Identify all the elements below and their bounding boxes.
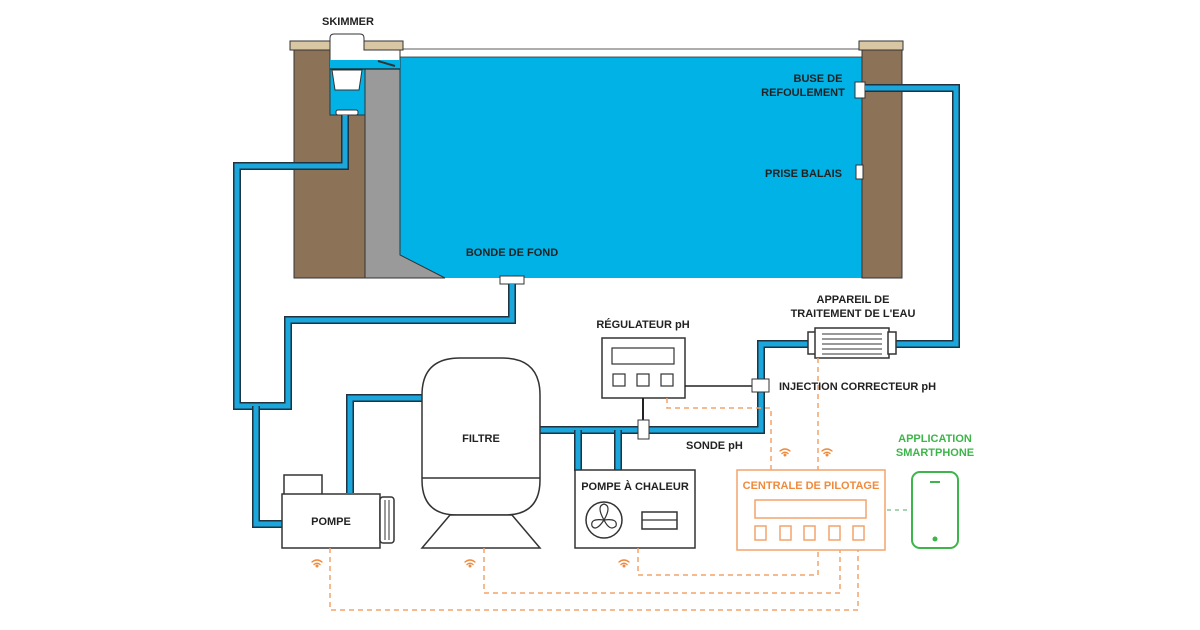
label-injection: INJECTION CORRECTEUR pH bbox=[779, 381, 936, 393]
label-pompe: POMPE bbox=[311, 516, 351, 528]
wifi-icon bbox=[464, 559, 476, 568]
appareil-traitement bbox=[807, 327, 897, 359]
wifi-icon bbox=[821, 448, 833, 457]
buse-refoulement-fitting bbox=[854, 81, 866, 99]
pool-water bbox=[365, 57, 862, 278]
prise-balais-fitting bbox=[855, 164, 864, 180]
right-wall bbox=[861, 48, 903, 279]
label-bonde: BONDE DE FOND bbox=[466, 247, 558, 259]
control-links bbox=[329, 358, 859, 611]
label-prise-balais: PRISE BALAIS bbox=[765, 168, 842, 180]
bonde-de-fond-fitting bbox=[499, 275, 525, 285]
label-appareil-2: TRAITEMENT DE L'EAU bbox=[791, 308, 916, 320]
pool-water-surface-gap bbox=[399, 48, 863, 58]
label-app-1: APPLICATION bbox=[898, 433, 972, 445]
right-coping bbox=[858, 40, 904, 51]
wifi-icon bbox=[618, 559, 630, 568]
label-sonde: SONDE pH bbox=[686, 440, 743, 452]
regulateur-ph bbox=[601, 337, 770, 440]
label-filtre: FILTRE bbox=[462, 433, 500, 445]
label-skimmer: SKIMMER bbox=[322, 16, 374, 28]
wifi-icon bbox=[311, 559, 323, 568]
pompe bbox=[281, 474, 395, 549]
sonde-ph-fitting bbox=[637, 419, 650, 440]
label-regulateur: RÉGULATEUR pH bbox=[596, 318, 689, 331]
pompe-a-chaleur bbox=[574, 469, 696, 549]
label-buse-1: BUSE DE bbox=[794, 73, 843, 85]
wifi-icon bbox=[779, 448, 791, 457]
centrale-de-pilotage bbox=[736, 469, 886, 551]
label-buse-2: REFOULEMENT bbox=[761, 87, 845, 99]
label-centrale: CENTRALE DE PILOTAGE bbox=[743, 480, 880, 492]
smartphone-icon bbox=[911, 471, 959, 549]
filtre bbox=[420, 357, 542, 549]
label-app-2: SMARTPHONE bbox=[896, 447, 974, 459]
pool bbox=[289, 33, 904, 285]
label-pompe-chaleur: POMPE À CHALEUR bbox=[581, 480, 689, 493]
skimmer bbox=[329, 33, 401, 116]
pipes bbox=[233, 84, 960, 528]
injection-fitting bbox=[751, 378, 770, 393]
label-appareil-1: APPAREIL DE bbox=[817, 294, 890, 306]
